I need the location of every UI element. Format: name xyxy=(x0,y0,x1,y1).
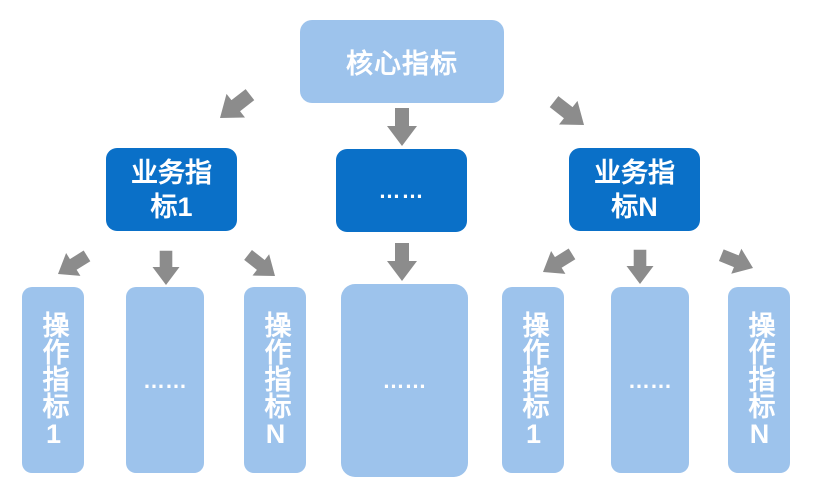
core-metric-box: 核心指标 xyxy=(300,20,504,103)
operation-metric-label: 操作指标1 xyxy=(518,311,549,449)
business-metric-box: 业务指标N xyxy=(569,148,700,231)
ellipsis-label: …… xyxy=(628,367,672,393)
operation-metric-label: 操作指标N xyxy=(260,311,291,449)
operation-metric-box: 操作指标N xyxy=(728,287,790,473)
arrow-icon xyxy=(387,108,417,146)
arrow-icon xyxy=(152,250,180,285)
business-metric-box: …… xyxy=(336,149,467,232)
arrow-icon xyxy=(716,242,759,281)
arrow-icon xyxy=(239,244,284,287)
business-metric-box: 业务指标1 xyxy=(106,148,237,231)
ellipsis-label: …… xyxy=(382,368,427,393)
operation-metric-box: …… xyxy=(611,287,689,473)
business-metric-label: 业务指标N xyxy=(594,157,675,222)
arrow-icon xyxy=(210,82,260,130)
business-metric-label: 业务指标1 xyxy=(131,157,212,222)
operation-metric-box: …… xyxy=(126,287,204,473)
operation-metric-box: 操作指标1 xyxy=(22,287,84,473)
arrow-icon xyxy=(387,243,417,281)
arrow-icon xyxy=(626,249,654,284)
operation-metric-label: 操作指标1 xyxy=(38,311,69,449)
operation-metric-box: …… xyxy=(341,284,468,477)
operation-metric-box: 操作指标1 xyxy=(502,287,564,473)
ellipsis-label: …… xyxy=(378,177,425,203)
core-metric-label: 核心指标 xyxy=(346,49,458,79)
arrow-icon xyxy=(50,244,95,286)
arrow-icon xyxy=(544,89,594,137)
arrow-icon xyxy=(535,242,580,284)
operation-metric-label: 操作指标N xyxy=(744,311,775,449)
operation-metric-box: 操作指标N xyxy=(244,287,306,473)
ellipsis-label: …… xyxy=(143,367,187,393)
